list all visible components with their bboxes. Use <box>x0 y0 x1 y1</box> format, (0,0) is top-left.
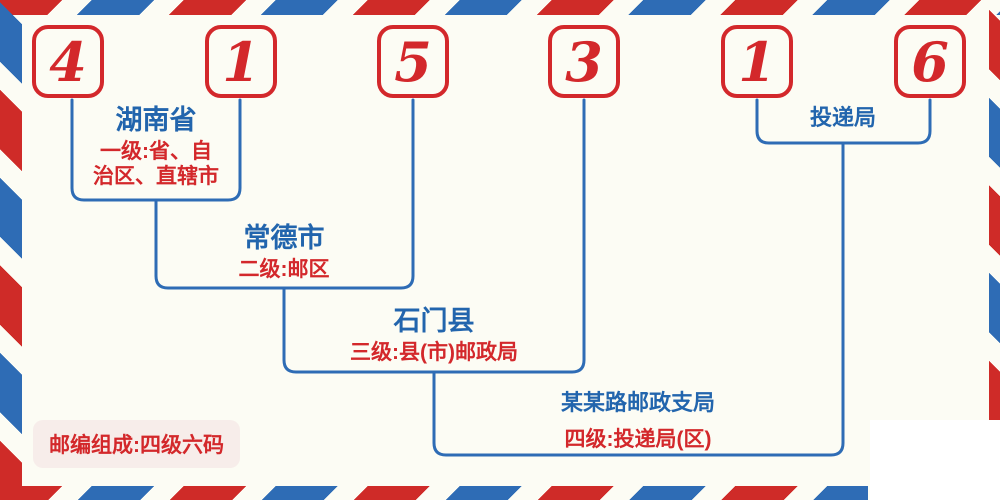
digit-6: 6 <box>911 29 949 94</box>
airmail-border-top <box>0 0 1000 15</box>
airmail-border-right <box>989 0 1000 420</box>
digit-5: 1 <box>738 29 776 94</box>
level-3-label: 石门县 三级:县(市)邮政局 <box>350 305 518 365</box>
level-4-bracket <box>432 141 845 457</box>
digit-4: 3 <box>565 29 603 94</box>
airmail-border-left <box>0 0 22 500</box>
postcode-composition-badge: 邮编组成:四级六码 <box>33 420 240 468</box>
digit-box-2: 1 <box>205 25 277 98</box>
level-1-label: 湖南省 一级:省、自 治区、直辖市 <box>93 104 219 189</box>
level-3-desc: 三级:县(市)邮政局 <box>350 341 518 364</box>
delivery-office-label: 投递局 <box>810 105 876 131</box>
level-4-desc: 四级:投递局(区) <box>564 428 712 451</box>
digit-1: 4 <box>49 29 87 94</box>
level-2-name: 常德市 <box>243 223 325 253</box>
bottom-right-corner-cutout <box>870 420 1000 500</box>
level-1-desc: 一级:省、自 治区、直辖市 <box>93 140 219 188</box>
level-3-name: 石门县 <box>393 306 475 336</box>
digit-2: 1 <box>222 29 260 94</box>
digit-box-4: 3 <box>548 25 620 98</box>
airmail-border-bottom <box>0 486 868 500</box>
level-2-desc: 二级:邮区 <box>238 258 330 281</box>
digit-box-6: 6 <box>894 25 966 98</box>
level-1-name: 湖南省 <box>115 105 197 135</box>
digit-box-3: 5 <box>377 25 449 98</box>
level-2-label: 常德市 二级:邮区 <box>239 222 330 282</box>
digit-3: 5 <box>394 29 432 94</box>
digit-box-5: 1 <box>721 25 793 98</box>
digit-box-1: 4 <box>32 25 104 98</box>
delivery-office-name: 投递局 <box>809 105 877 130</box>
level-4-name: 某某路邮政支局 <box>560 390 716 415</box>
level-4-label: 某某路邮政支局 四级:投递局(区) <box>561 390 715 452</box>
delivery-office-bracket <box>755 98 932 145</box>
